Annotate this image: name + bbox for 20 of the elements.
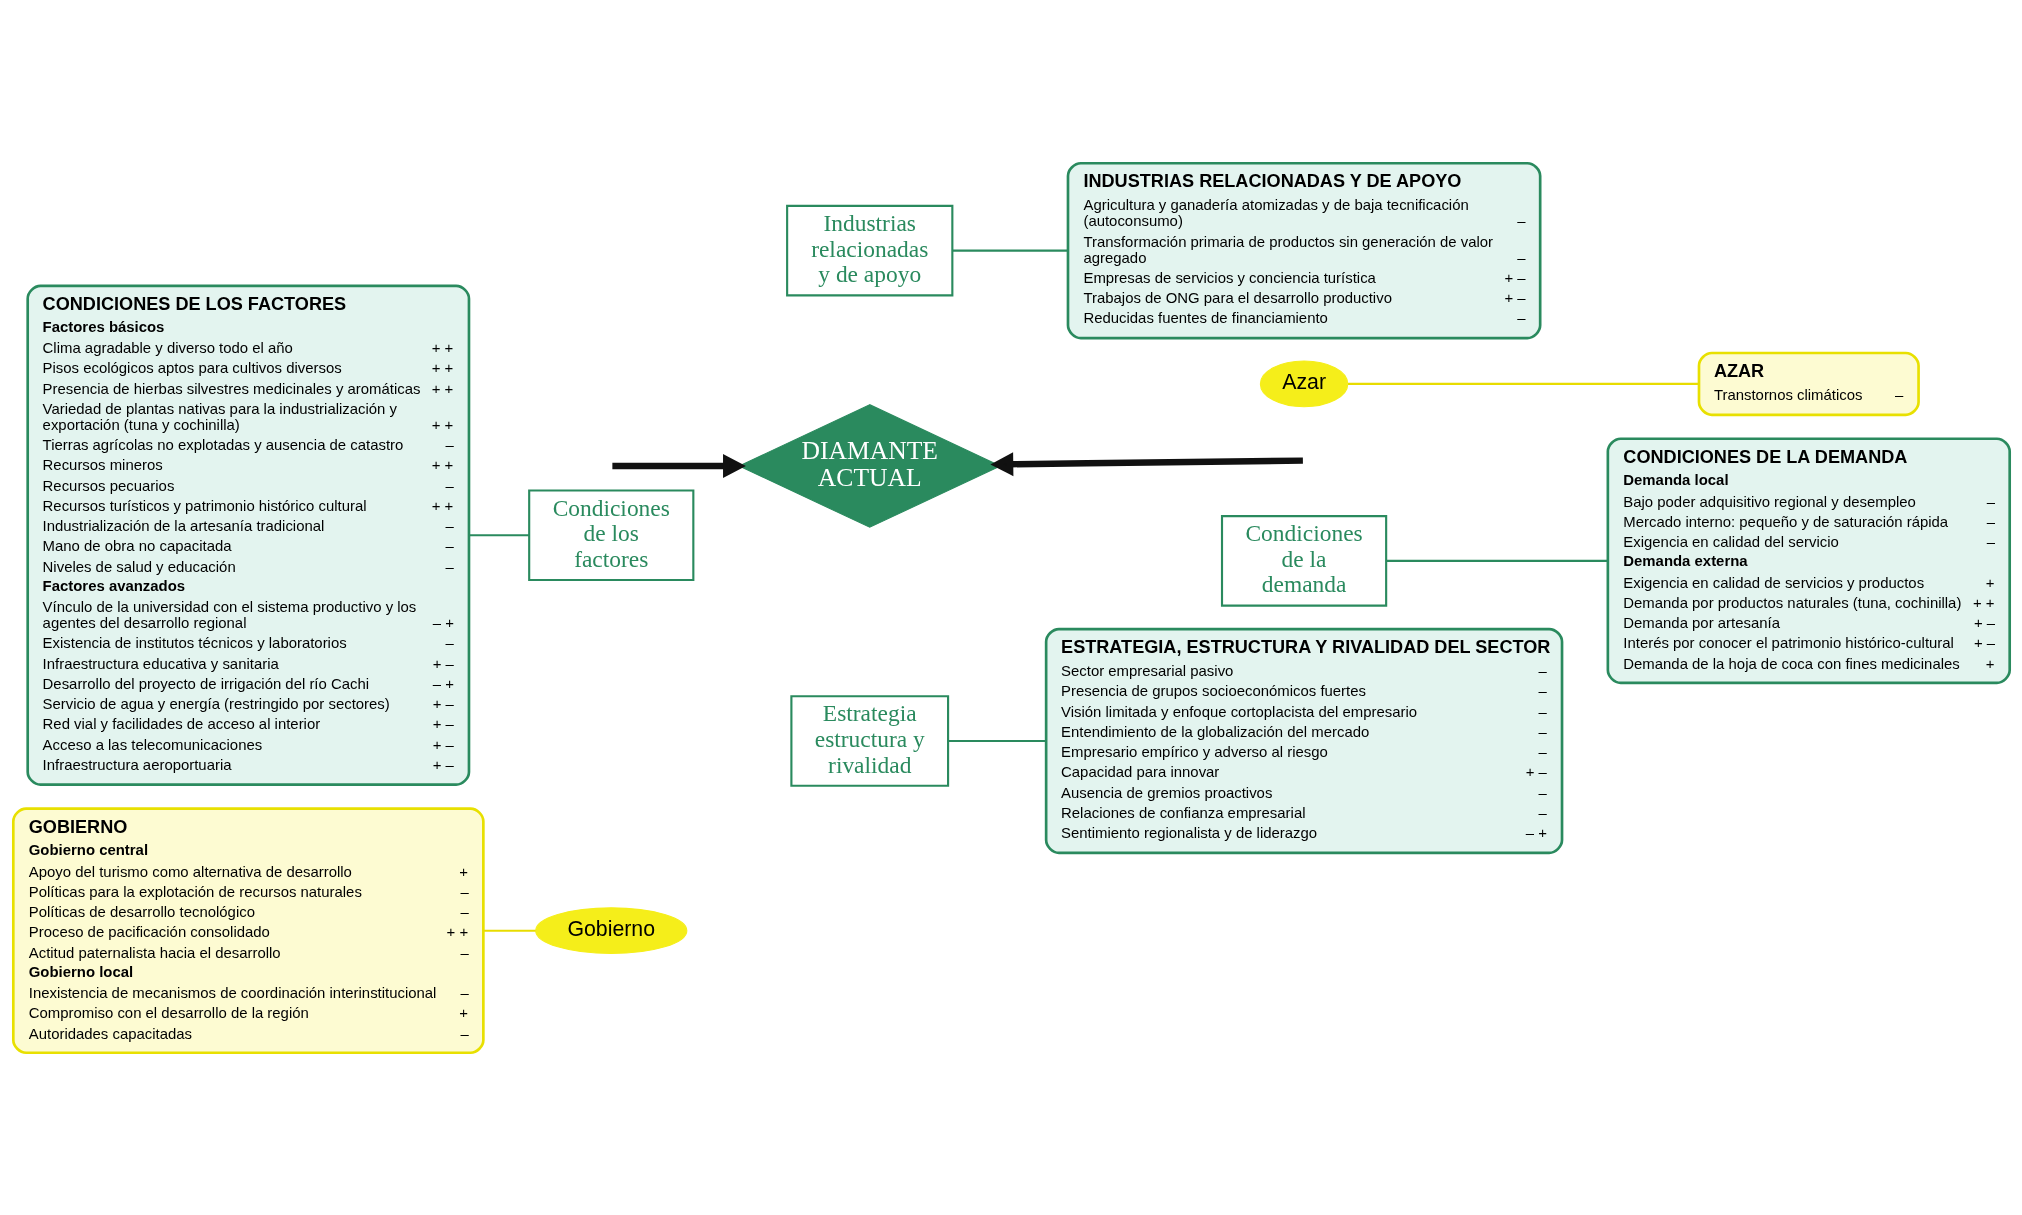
node-box: CONDICIONES DE LOS FACTORES Factores básicos Clima agradable y diverso todo el año + + Pisos ecológicos aptos para cultivos diversos + + Presencia de hierbas silvestres medicinales y aromáticas + + Variedad de plantas nativas para la industrialización y exportación (tuna y cochinilla) + + Tierras agrícolas no explotadas y ausencia de catastro – Recursos mineros + + Recursos pecuarios – Recursos turísticos y patrimonio histórico cultural + + Industrialización de la artesanía tradicional – Mano de obra no capacitada – Niveles de salud y educación – Factores avanzados Vínculo de la universidad con el sistema productivo y los agentes del desarrollo regional – + Existencia de institutos técnicos y laboratorios – Infraestructura educativa y sanitaria + – Desarrollo del proyecto de irrigación del río Cachi – + Servicio de agua y energía (restringido por sectores) + – Red vial y facilidades de acceso al interior + – Acceso a las telecomunicaciones + – Infraestructura aeroportuaria + – — [25, 284, 470, 786]
node-ellipse: Azar — [1259, 360, 1348, 407]
node-box: Condiciones de los factores — [527, 488, 694, 581]
connector — [1385, 559, 1608, 562]
node-box: INDUSTRIAS RELACIONADAS Y DE APOYO Agricultura y ganadería atomizadas y de baja tecnificación (autoconsumo) – Transformación primaria de productos sin generación de valor agregado – Empresas de servicios y conciencia turística + – Trabajos de ONG para el desarrollo productivo + – Reducidas fuentes de financiamiento – — [1066, 161, 1541, 339]
node-box: GOBIERNO Gobierno central Apoyo del turismo como alternativa de desarrollo + Políticas para la explotación de recursos naturales – Políticas de desarrollo tecnológico – Proceso de pacificación consolidado + + Actitud paternalista hacia el desarrollo – Gobierno local Inexistencia de mecanismos de coordinación interinstitucional – Compromiso con el desarrollo de la región + Autoridades capacitadas – — [11, 806, 485, 1054]
arrow — [989, 451, 1303, 476]
connector — [468, 533, 529, 536]
connector — [948, 739, 1046, 742]
node-box: AZAR Transtornos climáticos – — [1697, 351, 1920, 416]
node-box: Estrategia estructura y rivalidad — [789, 694, 949, 787]
connector — [483, 929, 536, 932]
arrow — [611, 453, 746, 478]
connector — [952, 249, 1068, 252]
node-box: ESTRATEGIA, ESTRUCTURA Y RIVALIDAD DEL SECTOR Sector empresarial pasivo – Presencia de grupos socioeconómicos fuertes – Visión limitada y enfoque cortoplacista del empresario – Entendimiento de la globalización del mercado – Empresario empírico y adverso al riesgo – Capacidad para innovar + – Ausencia de gremios proactivos – Relaciones de confianza empresarial – Sentimiento regionalista y de liderazgo – + — [1044, 627, 1563, 854]
node-box: Condiciones de la demanda — [1220, 514, 1387, 607]
node-box: CONDICIONES DE LA DEMANDA Demanda local Bajo poder adquisitivo regional y desempleo – Mercado interno: pequeño y de saturación rápida – Exigencia en calidad del servicio – Demanda externa Exigencia en calidad de servicios y productos + Demanda por productos naturales (tuna, cochinilla) + + Demanda por artesanía + – Interés por conocer el patrimonio histórico-cultural + – Demanda de la hoja de coca con fines medicinales + — [1606, 436, 2011, 684]
connector — [1347, 382, 1699, 385]
node-box: Industrias relacionadas y de apoyo — [785, 204, 953, 296]
node-ellipse: Gobierno — [534, 906, 687, 954]
